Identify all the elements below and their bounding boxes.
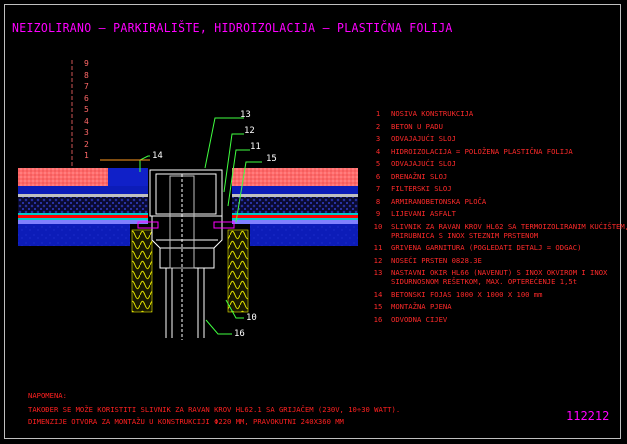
- sheet-border: [4, 4, 621, 439]
- layer-scale-item: 8: [84, 70, 89, 80]
- legend-number: 16: [373, 314, 383, 324]
- legend-text: GRIVENA GARNITURA (POGLEDATI DETALJ = OD…: [391, 243, 582, 252]
- drainage-layer-right: [232, 197, 358, 213]
- callout-15: 15: [266, 154, 277, 164]
- legend-number: 3: [375, 134, 381, 143]
- callout-12: 12: [244, 126, 255, 136]
- callout-13: 13: [240, 110, 251, 120]
- layer-scale-item: 4: [84, 116, 89, 126]
- layer-scale-item: 9: [84, 59, 89, 68]
- drain-body: [137, 169, 235, 340]
- legend-text: BETON U PADU: [391, 121, 443, 131]
- legend-number: 6: [375, 171, 381, 181]
- rc-slab-left: [18, 186, 148, 194]
- notes-line-1: TAKOĐER SE MOŽE KORISTITI SLIVNIK ZA RAV…: [28, 405, 401, 414]
- callout-14: 14: [152, 151, 163, 161]
- legend-number: 4: [375, 146, 381, 156]
- layer-scale-item: 6: [84, 93, 89, 103]
- concrete-pad: [108, 168, 148, 186]
- callout-10: 10: [246, 313, 257, 323]
- legend-number: 14: [373, 289, 383, 299]
- separation-lower-right: [232, 218, 358, 220]
- legend-number: 8: [375, 196, 381, 206]
- separation-lower-left: [18, 218, 148, 220]
- legend-number: 10: [373, 221, 383, 231]
- legend-text: ODVODNA CIJEV: [391, 314, 448, 324]
- drawing-code: 112212: [566, 409, 610, 423]
- legend-number: 7: [375, 184, 381, 193]
- layer-scale-item: 3: [84, 128, 89, 137]
- legend-number: 12: [373, 255, 383, 265]
- layer-scale-item: 2: [84, 139, 89, 149]
- structure-right: [250, 224, 358, 246]
- legend-text: ARMIRANOBETONSKA PLOČA: [391, 196, 487, 206]
- membrane-left: [18, 215, 148, 218]
- leader-lines-green: [139, 117, 262, 335]
- legend-text: HIDROIZOLACIJA = POLOŽENA PLASTIČNA FOLI…: [391, 146, 573, 156]
- legend-text: NOSEĆI PRSTEN 0828.3E: [391, 255, 482, 265]
- legend-text: NASTAVNI OKIR HL66 (NAVENUT) S INOX OKVI…: [391, 268, 608, 277]
- legend-text: ODVAJAJUĆI SLOJ: [391, 134, 456, 143]
- legend-text: SIDURNOSNOM REŠETKOM, MAX. OPTEREĆENJE 1…: [391, 277, 578, 286]
- drawing-title: NEIZOLIRANO – PARKIRALIŠTE, HIDROIZOLACI…: [12, 19, 453, 36]
- legend-text: LIJEVANI ASFALT: [391, 209, 456, 218]
- legend-text: MONTAŽNA PJENA: [391, 302, 452, 311]
- legend-number: 5: [375, 159, 381, 168]
- thermal-insulation-left: [131, 229, 153, 313]
- legend-text: PRIRUBNICA S INOX STEZNIM PRSTENOM: [391, 230, 539, 240]
- legend-number: 1: [375, 109, 381, 118]
- legend-text: FILTERSKI SLOJ: [391, 184, 452, 193]
- legend-text: ODVAJAJUĆI SLOJ: [391, 159, 456, 168]
- membrane-right: [232, 215, 358, 218]
- rc-slab-right: [232, 186, 358, 194]
- layer-stack-right: [232, 168, 358, 246]
- drainage-layer-left: [18, 197, 148, 213]
- legend-number: 2: [375, 121, 381, 131]
- legend-text: BETONSKI FOJAS 1000 X 1000 X 100 mm: [391, 289, 543, 299]
- layer-scale-item: 7: [84, 82, 89, 91]
- sloped-concrete-left: [18, 220, 148, 224]
- legend-number: 9: [375, 209, 381, 218]
- callout-11: 11: [250, 142, 261, 152]
- legend-text: DRENAŽNI SLOJ: [391, 171, 448, 181]
- notes-line-2: DIMENZIJE OTVORA ZA MONTAŽU U KONSTRUKCI…: [28, 417, 344, 426]
- legend-number: 11: [373, 243, 383, 252]
- layer-scale-item: 5: [84, 105, 89, 114]
- filter-layer-left: [18, 194, 148, 197]
- legend-text: SLIVNIK ZA RAVAN KROV HL62 SA TERMOIZOLI…: [391, 221, 627, 231]
- asphalt-layer-right: [232, 168, 358, 186]
- notes-heading: NAPOMENA:: [28, 391, 67, 400]
- thermal-insulation-right: [227, 229, 249, 313]
- callout-16: 16: [234, 329, 245, 339]
- structure-left: [18, 224, 130, 246]
- separation-layer-left: [18, 213, 148, 215]
- legend-number: 13: [373, 268, 383, 277]
- legend-text: NOSIVA KONSTRUKCIJA: [391, 109, 474, 118]
- sloped-concrete-right: [232, 220, 358, 224]
- separation-layer-right: [232, 213, 358, 215]
- legend-number: 15: [373, 302, 383, 311]
- filter-layer-right: [232, 194, 358, 197]
- layer-scale-item: 1: [84, 151, 89, 160]
